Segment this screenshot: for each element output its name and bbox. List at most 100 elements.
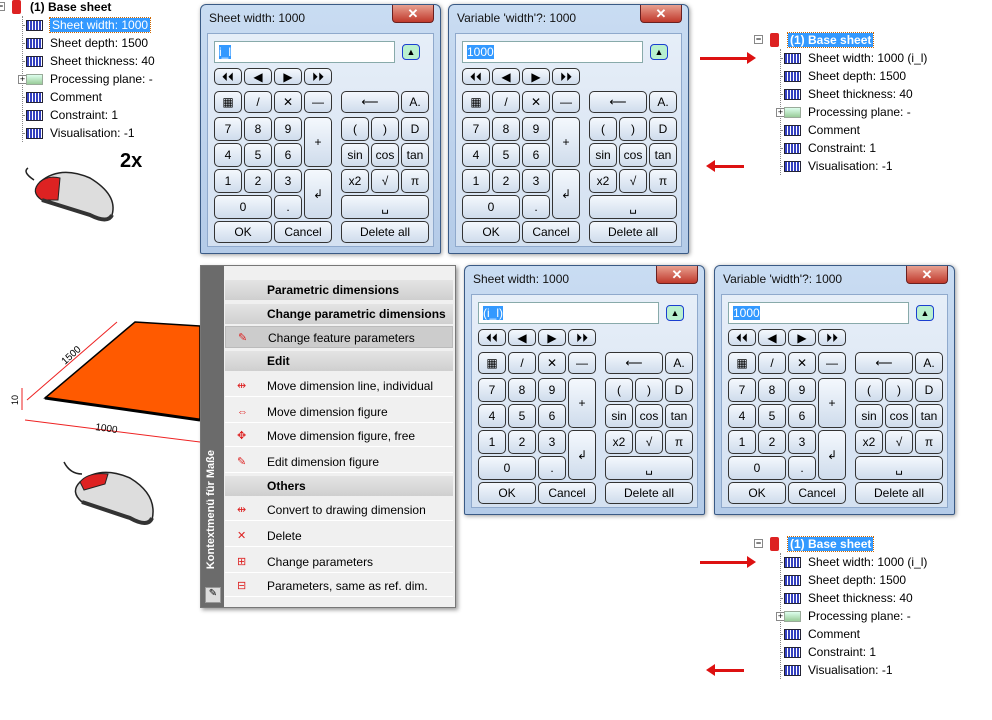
close-button[interactable]: ✕ [392,5,434,23]
digit-5-button[interactable]: 6 [274,143,302,167]
menu-item[interactable]: ⇹Convert to drawing dimension [225,499,453,521]
last-button[interactable]: ⏵⏵ [568,329,596,346]
close-button[interactable]: ✕ [906,266,948,284]
pencil-icon[interactable]: ✎ [205,587,221,603]
tan-button[interactable]: tan [915,404,943,428]
square-button[interactable]: x2 [605,430,633,454]
enter-button[interactable]: ↲ [568,430,596,480]
value-input[interactable]: i_l [214,41,395,63]
cos-button[interactable]: cos [371,143,399,167]
backspace-button[interactable]: ⟵ [855,352,913,374]
tree-item[interactable]: Sheet depth: 1500 [4,34,194,52]
open-paren-button[interactable]: ( [855,378,883,402]
menu-item[interactable]: ⇹Move dimension line, individual [225,375,453,397]
ok-button[interactable]: OK [478,482,536,504]
alpha-button[interactable]: A. [915,352,943,374]
tree-root[interactable]: −(1) Base sheet [0,0,194,16]
digit-8-button[interactable]: 3 [274,169,302,193]
divide-button[interactable]: / [508,352,536,374]
digit-0-button[interactable]: 7 [214,117,242,141]
value-input[interactable]: 1000 [462,41,643,63]
sqrt-button[interactable]: √ [885,430,913,454]
divide-button[interactable]: / [758,352,786,374]
digit-2-button[interactable]: 9 [522,117,550,141]
backspace-button[interactable]: ⟵ [341,91,399,113]
tree-item[interactable]: +Processing plane: - [4,70,194,88]
digit-3-button[interactable]: 4 [478,404,506,428]
history-up-button[interactable]: ▲ [650,44,668,60]
next-button[interactable]: ▶ [522,68,550,85]
digit-8-button[interactable]: 3 [538,430,566,454]
delete-all-button[interactable]: Delete all [605,482,693,504]
tree-root[interactable]: −(1) Base sheet [754,31,982,49]
zero-button[interactable]: 0 [478,456,536,480]
sqrt-button[interactable]: √ [371,169,399,193]
menu-item[interactable]: ✎Change feature parameters [225,326,453,348]
cancel-button[interactable]: Cancel [788,482,846,504]
tree-item[interactable]: Visualisation: -1 [762,157,982,175]
sqrt-button[interactable]: √ [619,169,647,193]
close-paren-button[interactable]: ) [885,378,913,402]
ok-button[interactable]: OK [462,221,520,243]
space-button[interactable]: ␣ [341,195,429,219]
tree-item[interactable]: Comment [4,88,194,106]
next-button[interactable]: ▶ [538,329,566,346]
last-button[interactable]: ⏵⏵ [552,68,580,85]
plus-button[interactable]: + [568,378,596,428]
minus-button[interactable]: — [568,352,596,374]
digit-5-button[interactable]: 6 [522,143,550,167]
menu-item[interactable]: ⇔Move dimension figure [225,401,453,423]
plus-button[interactable]: + [552,117,580,167]
digit-5-button[interactable]: 6 [788,404,816,428]
digit-6-button[interactable]: 1 [728,430,756,454]
sin-button[interactable]: sin [855,404,883,428]
delete-all-button[interactable]: Delete all [341,221,429,243]
cancel-button[interactable]: Cancel [522,221,580,243]
sin-button[interactable]: sin [605,404,633,428]
digit-0-button[interactable]: 7 [728,378,756,402]
first-button[interactable]: ⏴⏴ [214,68,242,85]
menu-item[interactable]: ⊟Parameters, same as ref. dim. [225,575,453,597]
decimal-button[interactable]: . [788,456,816,480]
last-button[interactable]: ⏵⏵ [818,329,846,346]
next-button[interactable]: ▶ [274,68,302,85]
digit-4-button[interactable]: 5 [492,143,520,167]
value-input[interactable]: (i_l) [478,302,659,324]
enter-button[interactable]: ↲ [818,430,846,480]
digit-1-button[interactable]: 8 [508,378,536,402]
tree-item[interactable]: Sheet depth: 1500 [762,571,982,589]
digit-3-button[interactable]: 4 [462,143,490,167]
backspace-button[interactable]: ⟵ [605,352,663,374]
digit-0-button[interactable]: 7 [462,117,490,141]
cos-button[interactable]: cos [619,143,647,167]
digit-7-button[interactable]: 2 [508,430,536,454]
tree-item[interactable]: Comment [762,625,982,643]
sin-button[interactable]: sin [589,143,617,167]
close-button[interactable]: ✕ [656,266,698,284]
tree-item[interactable]: Sheet width: 1000 (i_l) [762,49,982,67]
square-button[interactable]: x2 [855,430,883,454]
enter-button[interactable]: ↲ [552,169,580,219]
history-up-button[interactable]: ▲ [402,44,420,60]
space-button[interactable]: ␣ [589,195,677,219]
tree-item[interactable]: Visualisation: -1 [762,661,982,679]
cancel-button[interactable]: Cancel [274,221,332,243]
digit-8-button[interactable]: 3 [522,169,550,193]
multiply-button[interactable]: ✕ [274,91,302,113]
multiply-button[interactable]: ✕ [788,352,816,374]
minus-button[interactable]: — [552,91,580,113]
minus-button[interactable]: — [818,352,846,374]
tree-root[interactable]: −(1) Base sheet [754,535,982,553]
square-button[interactable]: x2 [341,169,369,193]
alpha-button[interactable]: A. [665,352,693,374]
tree-item[interactable]: Constraint: 1 [762,139,982,157]
last-button[interactable]: ⏵⏵ [304,68,332,85]
keyboard-button[interactable]: ▦ [462,91,490,113]
digit-7-button[interactable]: 2 [244,169,272,193]
digit-0-button[interactable]: 7 [478,378,506,402]
digit-3-button[interactable]: 4 [728,404,756,428]
digit-7-button[interactable]: 2 [492,169,520,193]
history-up-button[interactable]: ▲ [666,305,684,321]
degree-button[interactable]: D [915,378,943,402]
tree-item[interactable]: Sheet thickness: 40 [762,85,982,103]
